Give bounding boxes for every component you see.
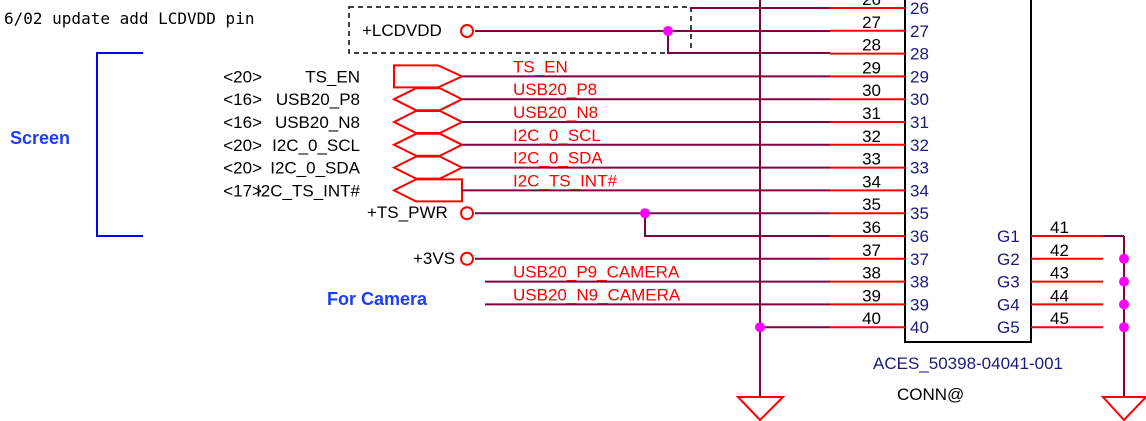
camera-group-label: For Camera bbox=[327, 289, 428, 309]
port-name: I2C_0_SDA bbox=[270, 159, 360, 178]
junction-dot bbox=[1119, 276, 1129, 287]
outer-pin-number: 32 bbox=[862, 127, 881, 146]
port-flag bbox=[391, 178, 463, 203]
outer-pin-number: 38 bbox=[862, 264, 881, 283]
outer-pin-number: 35 bbox=[862, 195, 881, 214]
net-label: USB20_N9_CAMERA bbox=[513, 285, 681, 304]
junction-dot bbox=[663, 26, 673, 36]
ground-pin-inner: G3 bbox=[997, 273, 1020, 292]
revision-note: 6/02 update add LCDVDD pin bbox=[4, 9, 254, 28]
inner-pin-number: 40 bbox=[910, 318, 929, 337]
inner-pin-number: 26 bbox=[910, 0, 929, 18]
ground-pin-inner: G4 bbox=[997, 295, 1020, 314]
inner-pin-number: 34 bbox=[910, 181, 929, 200]
lcdvdd-connector-circle bbox=[460, 24, 474, 38]
port-ref: <20> bbox=[223, 159, 262, 178]
port-name: USB20_N8 bbox=[275, 113, 360, 132]
inner-pin-number: 28 bbox=[910, 45, 929, 64]
outer-pin-number: 33 bbox=[862, 150, 881, 169]
inner-pin-number: 36 bbox=[910, 227, 929, 246]
ground-symbol-right bbox=[1100, 396, 1146, 421]
port-ref: <16> bbox=[223, 113, 262, 132]
port-flag bbox=[391, 110, 465, 134]
port-flag bbox=[391, 132, 465, 157]
port-name: USB20_P8 bbox=[276, 90, 360, 109]
outer-pin-number: 29 bbox=[862, 58, 881, 77]
connector-pins: 26 26 27 27 28 28 29 29 30 30 31 31 32 32 33 33 34 34 35 35… bbox=[830, 0, 1103, 337]
inner-pin-number: 31 bbox=[910, 113, 929, 132]
port-name: I2C_0_SCL bbox=[272, 136, 360, 155]
ground-pin-outer: 44 bbox=[1050, 286, 1069, 305]
outer-pin-number: 40 bbox=[862, 309, 881, 328]
outer-pin-number: 26 bbox=[862, 0, 881, 9]
port-ref: <20> bbox=[223, 136, 262, 155]
port-name: I2C_TS_INT# bbox=[256, 181, 360, 200]
port-flag bbox=[393, 64, 465, 89]
net-label: USB20_P9_CAMERA bbox=[513, 263, 680, 282]
inner-pin-number: 32 bbox=[910, 136, 929, 155]
connector-body bbox=[904, 0, 1032, 343]
3vs-power-label: +3VS bbox=[413, 249, 455, 268]
ground-pin-outer: 43 bbox=[1050, 264, 1069, 283]
port-ref: <20> bbox=[223, 67, 262, 86]
ground-pin-inner: G1 bbox=[997, 227, 1020, 246]
net-label: USB20_N8 bbox=[513, 103, 598, 122]
outer-pin-number: 28 bbox=[862, 36, 881, 55]
inner-pin-number: 33 bbox=[910, 159, 929, 178]
inner-pin-number: 30 bbox=[910, 90, 929, 109]
screen-bracket bbox=[96, 52, 143, 237]
net-label: I2C_0_SDA bbox=[513, 149, 603, 168]
outer-pin-number: 36 bbox=[862, 218, 881, 237]
port-ref: <17> bbox=[223, 181, 262, 200]
ground-pin-outer: 41 bbox=[1050, 218, 1069, 237]
outer-pin-number: 27 bbox=[862, 13, 881, 32]
inner-pin-number: 38 bbox=[910, 273, 929, 292]
outer-pin-number: 34 bbox=[862, 172, 881, 191]
net-label: USB20_P8 bbox=[513, 80, 597, 99]
ts-pwr-power-label: +TS_PWR bbox=[367, 203, 448, 222]
ground-pin-outer: 42 bbox=[1050, 241, 1069, 260]
outer-pin-number: 39 bbox=[862, 286, 881, 305]
junction-dot bbox=[1119, 322, 1129, 333]
junction-dot bbox=[1119, 299, 1129, 310]
screen-ports: <20> TS_EN <16> USB20_P8 <16> USB20_N8 <20> I2C… bbox=[223, 64, 465, 203]
ground-pin-outer: 45 bbox=[1050, 309, 1069, 328]
junctions bbox=[640, 26, 1129, 333]
inner-pin-number: 35 bbox=[910, 204, 929, 223]
lcdvdd-power-label: +LCDVDD bbox=[362, 21, 442, 40]
junction-dot bbox=[755, 322, 765, 333]
junction-dot bbox=[1119, 253, 1129, 264]
port-name: TS_EN bbox=[305, 67, 360, 86]
part-number: ACES_50398-04041-001 bbox=[873, 354, 1063, 373]
wire-ts-pwr-pin36 bbox=[644, 213, 830, 237]
inner-pin-number: 37 bbox=[910, 250, 929, 269]
ts-pwr-connector-circle bbox=[460, 206, 474, 221]
port-ref: <16> bbox=[223, 90, 262, 109]
3vs-connector-circle bbox=[460, 251, 474, 266]
ground-symbol-left bbox=[735, 396, 786, 421]
junction-dot bbox=[640, 208, 650, 219]
outer-pin-number: 37 bbox=[862, 241, 881, 260]
net-label: TS_EN bbox=[513, 57, 568, 76]
ground-pin-inner: G5 bbox=[997, 318, 1020, 337]
port-flag bbox=[391, 155, 465, 180]
outer-pin-number: 30 bbox=[862, 81, 881, 100]
screen-group-label: Screen bbox=[10, 128, 70, 148]
inner-pin-number: 27 bbox=[910, 22, 929, 41]
inner-pin-number: 29 bbox=[910, 67, 929, 86]
part-option: CONN@ bbox=[897, 385, 964, 404]
net-label: I2C_0_SCL bbox=[513, 126, 601, 145]
ground-pin-inner: G2 bbox=[997, 250, 1020, 269]
outer-pin-number: 31 bbox=[862, 104, 881, 123]
port-flag bbox=[391, 87, 465, 112]
wire-lcdvdd-pin28 bbox=[667, 31, 830, 54]
inner-pin-number: 39 bbox=[910, 295, 929, 314]
net-label: I2C_TS_INT# bbox=[513, 171, 617, 190]
